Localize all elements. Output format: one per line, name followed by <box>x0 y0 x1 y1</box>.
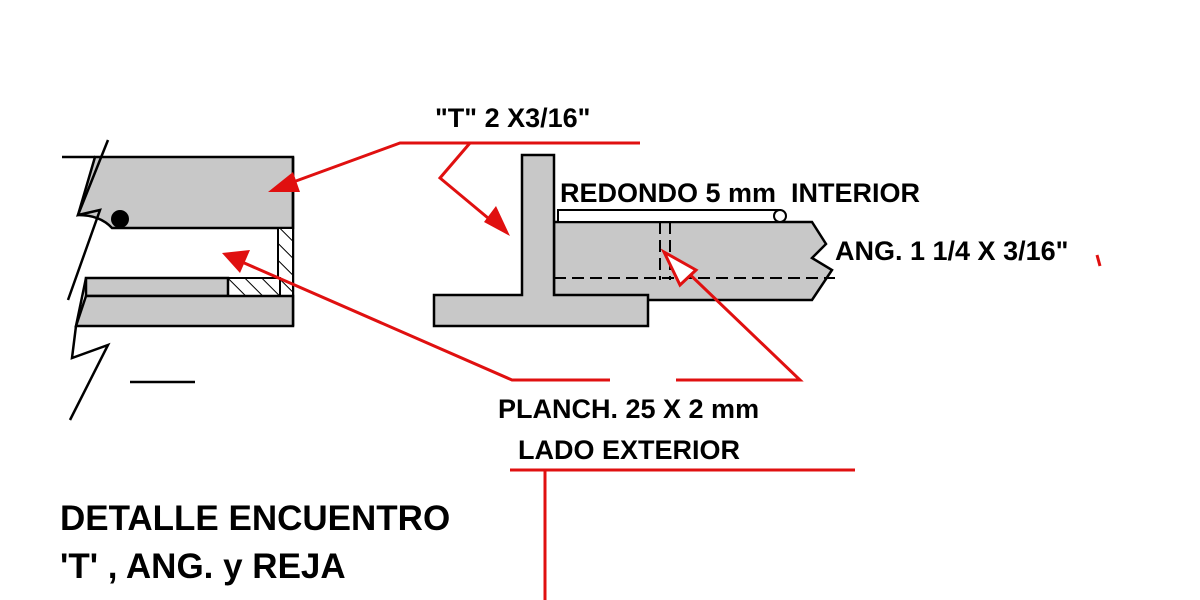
bottom-flange-section <box>74 294 295 328</box>
round-bar <box>557 209 781 223</box>
label-angle: ANG. 1 1/4 X 3/16" <box>835 236 1068 266</box>
t-profile <box>432 153 650 328</box>
leader-plate-right <box>676 263 804 382</box>
angle-profile <box>552 220 834 302</box>
leader-t-left <box>284 141 640 187</box>
label-plate-line1: PLANCH. 25 X 2 mm <box>498 394 759 424</box>
label-plate-line2: LADO EXTERIOR <box>518 435 740 465</box>
hatched-plate-horizontal <box>227 277 281 297</box>
label-t-profile: "T" 2 X3/16" <box>435 103 590 133</box>
leader-lines <box>222 141 1102 600</box>
top-flange-section <box>76 155 295 230</box>
title-line1: DETALLE ENCUENTRO <box>60 499 450 538</box>
left-section-view <box>62 139 295 421</box>
round-bar-dot <box>111 210 129 228</box>
leader-t-right <box>437 142 501 230</box>
leader-plate-left <box>241 260 610 382</box>
arrowhead-t-left <box>268 172 300 192</box>
arrowhead-t-right <box>484 206 510 236</box>
break-mark-bottom <box>68 325 111 421</box>
middle-strip <box>84 276 230 298</box>
label-round-bar: REDONDO 5 mm INTERIOR <box>560 178 920 208</box>
break-mark-top <box>66 139 110 301</box>
left-edge-line <box>74 277 88 327</box>
arrowhead-plate-right <box>660 248 699 288</box>
arrowhead-plate-left <box>222 250 250 273</box>
angle-tick <box>1095 254 1102 267</box>
round-bar-end <box>773 209 787 223</box>
title-line2: 'T' , ANG. y REJA <box>60 547 346 586</box>
right-elevation-view <box>432 153 835 328</box>
